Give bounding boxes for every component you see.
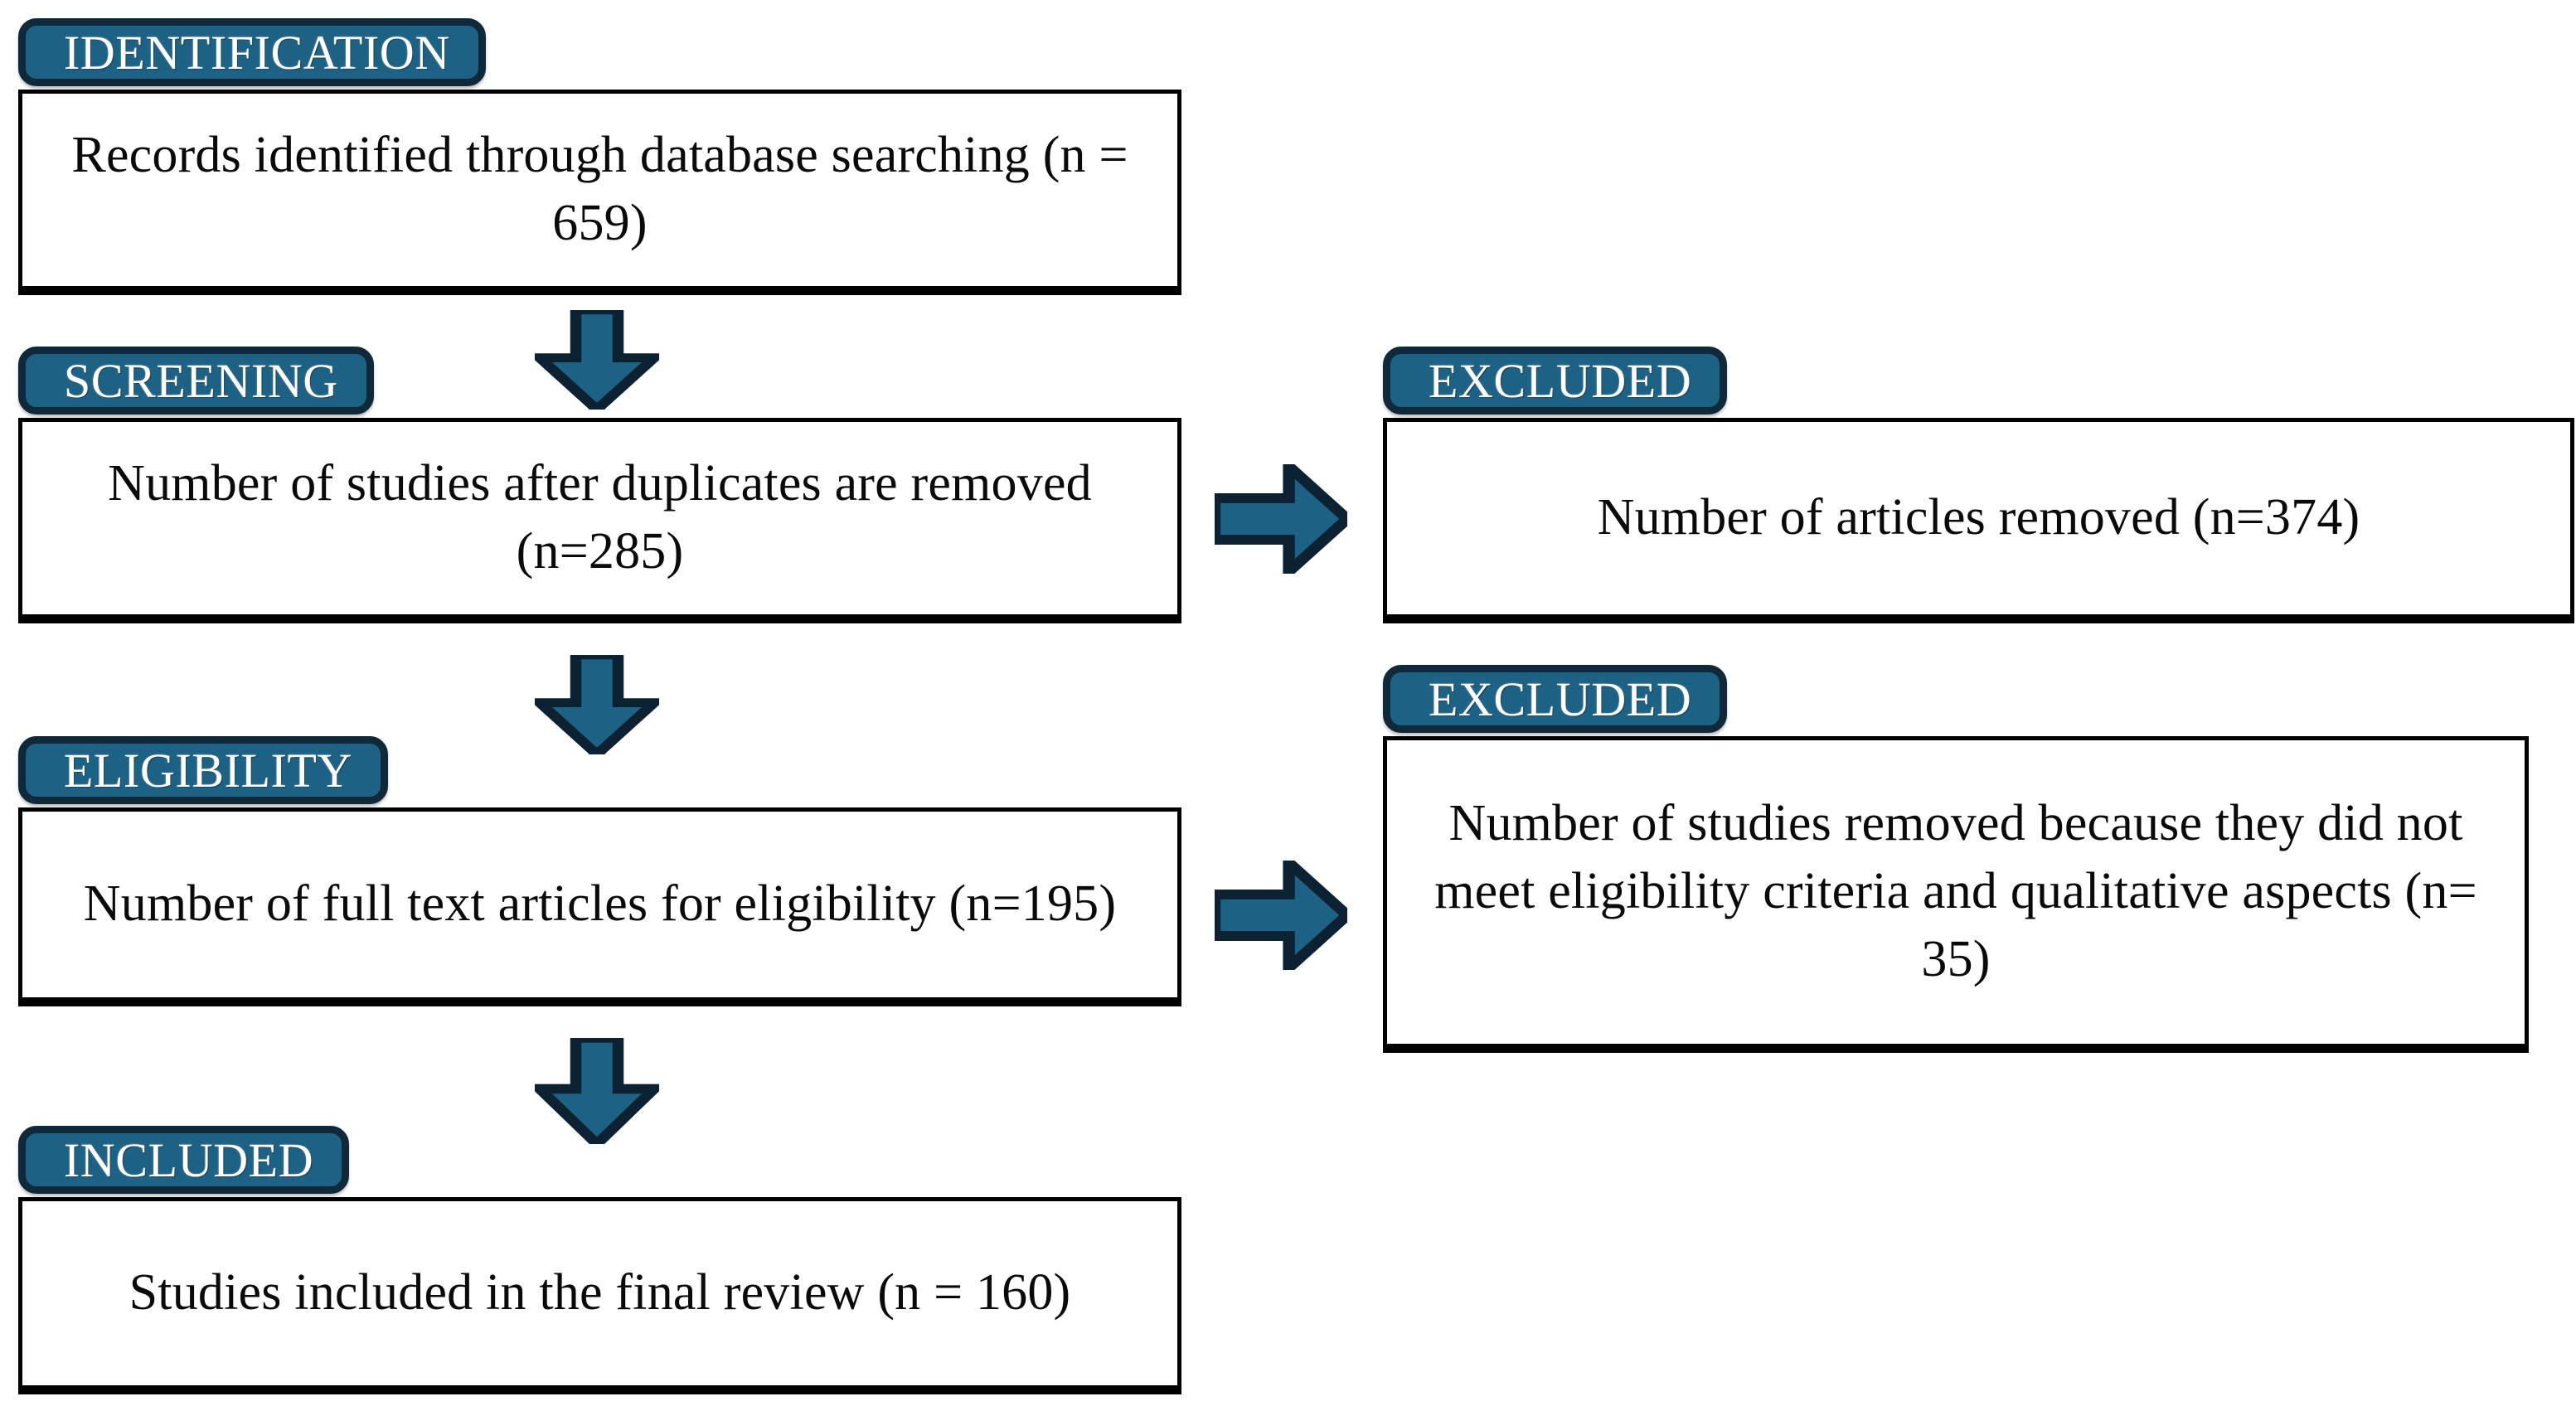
- box-identification-text: Records identified through database sear…: [71, 127, 1128, 251]
- box-eligibility: Number of full text articles for eligibi…: [18, 807, 1181, 1006]
- box-included-text: Studies included in the final review (n …: [129, 1264, 1071, 1321]
- stage-badge-included: INCLUDED: [18, 1126, 350, 1194]
- arrow-eligibility-to-excluded: [1215, 861, 1347, 970]
- arrow-screening-to-eligibility: [535, 655, 659, 754]
- box-excluded-screening-text: Number of articles removed (n=374): [1597, 489, 2360, 546]
- stage-badge-identification-label: IDENTIFICATION: [64, 25, 450, 80]
- arrow-screening-to-excluded: [1215, 464, 1347, 574]
- stage-badge-excluded-eligibility-label: EXCLUDED: [1429, 672, 1692, 726]
- stage-badge-included-label: INCLUDED: [64, 1132, 314, 1187]
- stage-badge-excluded-screening-label: EXCLUDED: [1429, 353, 1692, 408]
- box-eligibility-text: Number of full text articles for eligibi…: [83, 875, 1117, 933]
- box-screening-text: Number of studies after duplicates are r…: [108, 455, 1092, 579]
- stage-badge-screening: SCREENING: [18, 347, 374, 415]
- stage-badge-eligibility-label: ELIGIBILITY: [64, 743, 353, 798]
- stage-badge-excluded-eligibility: EXCLUDED: [1383, 665, 1728, 733]
- stage-badge-identification: IDENTIFICATION: [18, 18, 486, 86]
- box-screening: Number of studies after duplicates are r…: [18, 418, 1181, 623]
- stage-badge-eligibility: ELIGIBILITY: [18, 736, 389, 804]
- box-included: Studies included in the final review (n …: [18, 1197, 1181, 1394]
- box-identification: Records identified through database sear…: [18, 90, 1181, 295]
- box-excluded-eligibility: Number of studies removed because they d…: [1383, 736, 2529, 1053]
- box-excluded-eligibility-text: Number of studies removed because they d…: [1434, 795, 2477, 987]
- arrow-identification-to-screening: [535, 310, 659, 410]
- stage-badge-excluded-screening: EXCLUDED: [1383, 347, 1728, 415]
- arrow-eligibility-to-included: [535, 1038, 659, 1144]
- stage-badge-screening-label: SCREENING: [64, 353, 338, 408]
- box-excluded-screening: Number of articles removed (n=374): [1383, 418, 2574, 623]
